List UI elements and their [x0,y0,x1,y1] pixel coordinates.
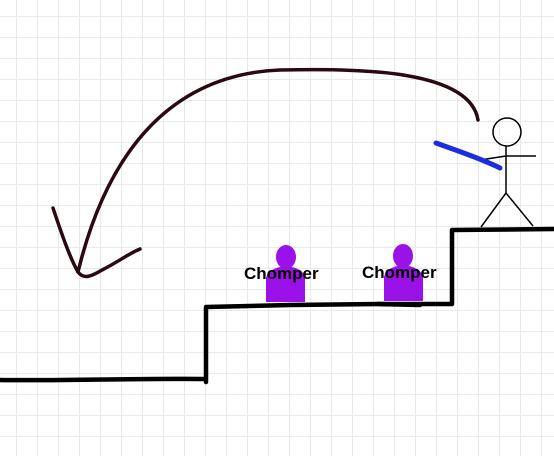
chomper-figure-2 [384,244,423,301]
chomper-1-body [266,266,305,302]
stick-figure [479,117,536,228]
chomper-1-head [276,245,296,269]
chomper-label: Chomper [244,264,319,283]
chomper-2-body [384,265,423,301]
chomper-figure-1 [266,245,305,302]
weapon-stroke [433,140,503,171]
arrowhead [51,206,142,279]
stick-figure-leg-right [505,192,534,227]
stick-figure-leg-left [480,192,507,228]
step-ledge-mark [375,301,423,308]
stick-figure-head [492,117,522,147]
chomper-2-head [393,244,413,268]
chomper-label: Chomper [362,263,437,282]
throw-arc-arrow [76,67,480,274]
